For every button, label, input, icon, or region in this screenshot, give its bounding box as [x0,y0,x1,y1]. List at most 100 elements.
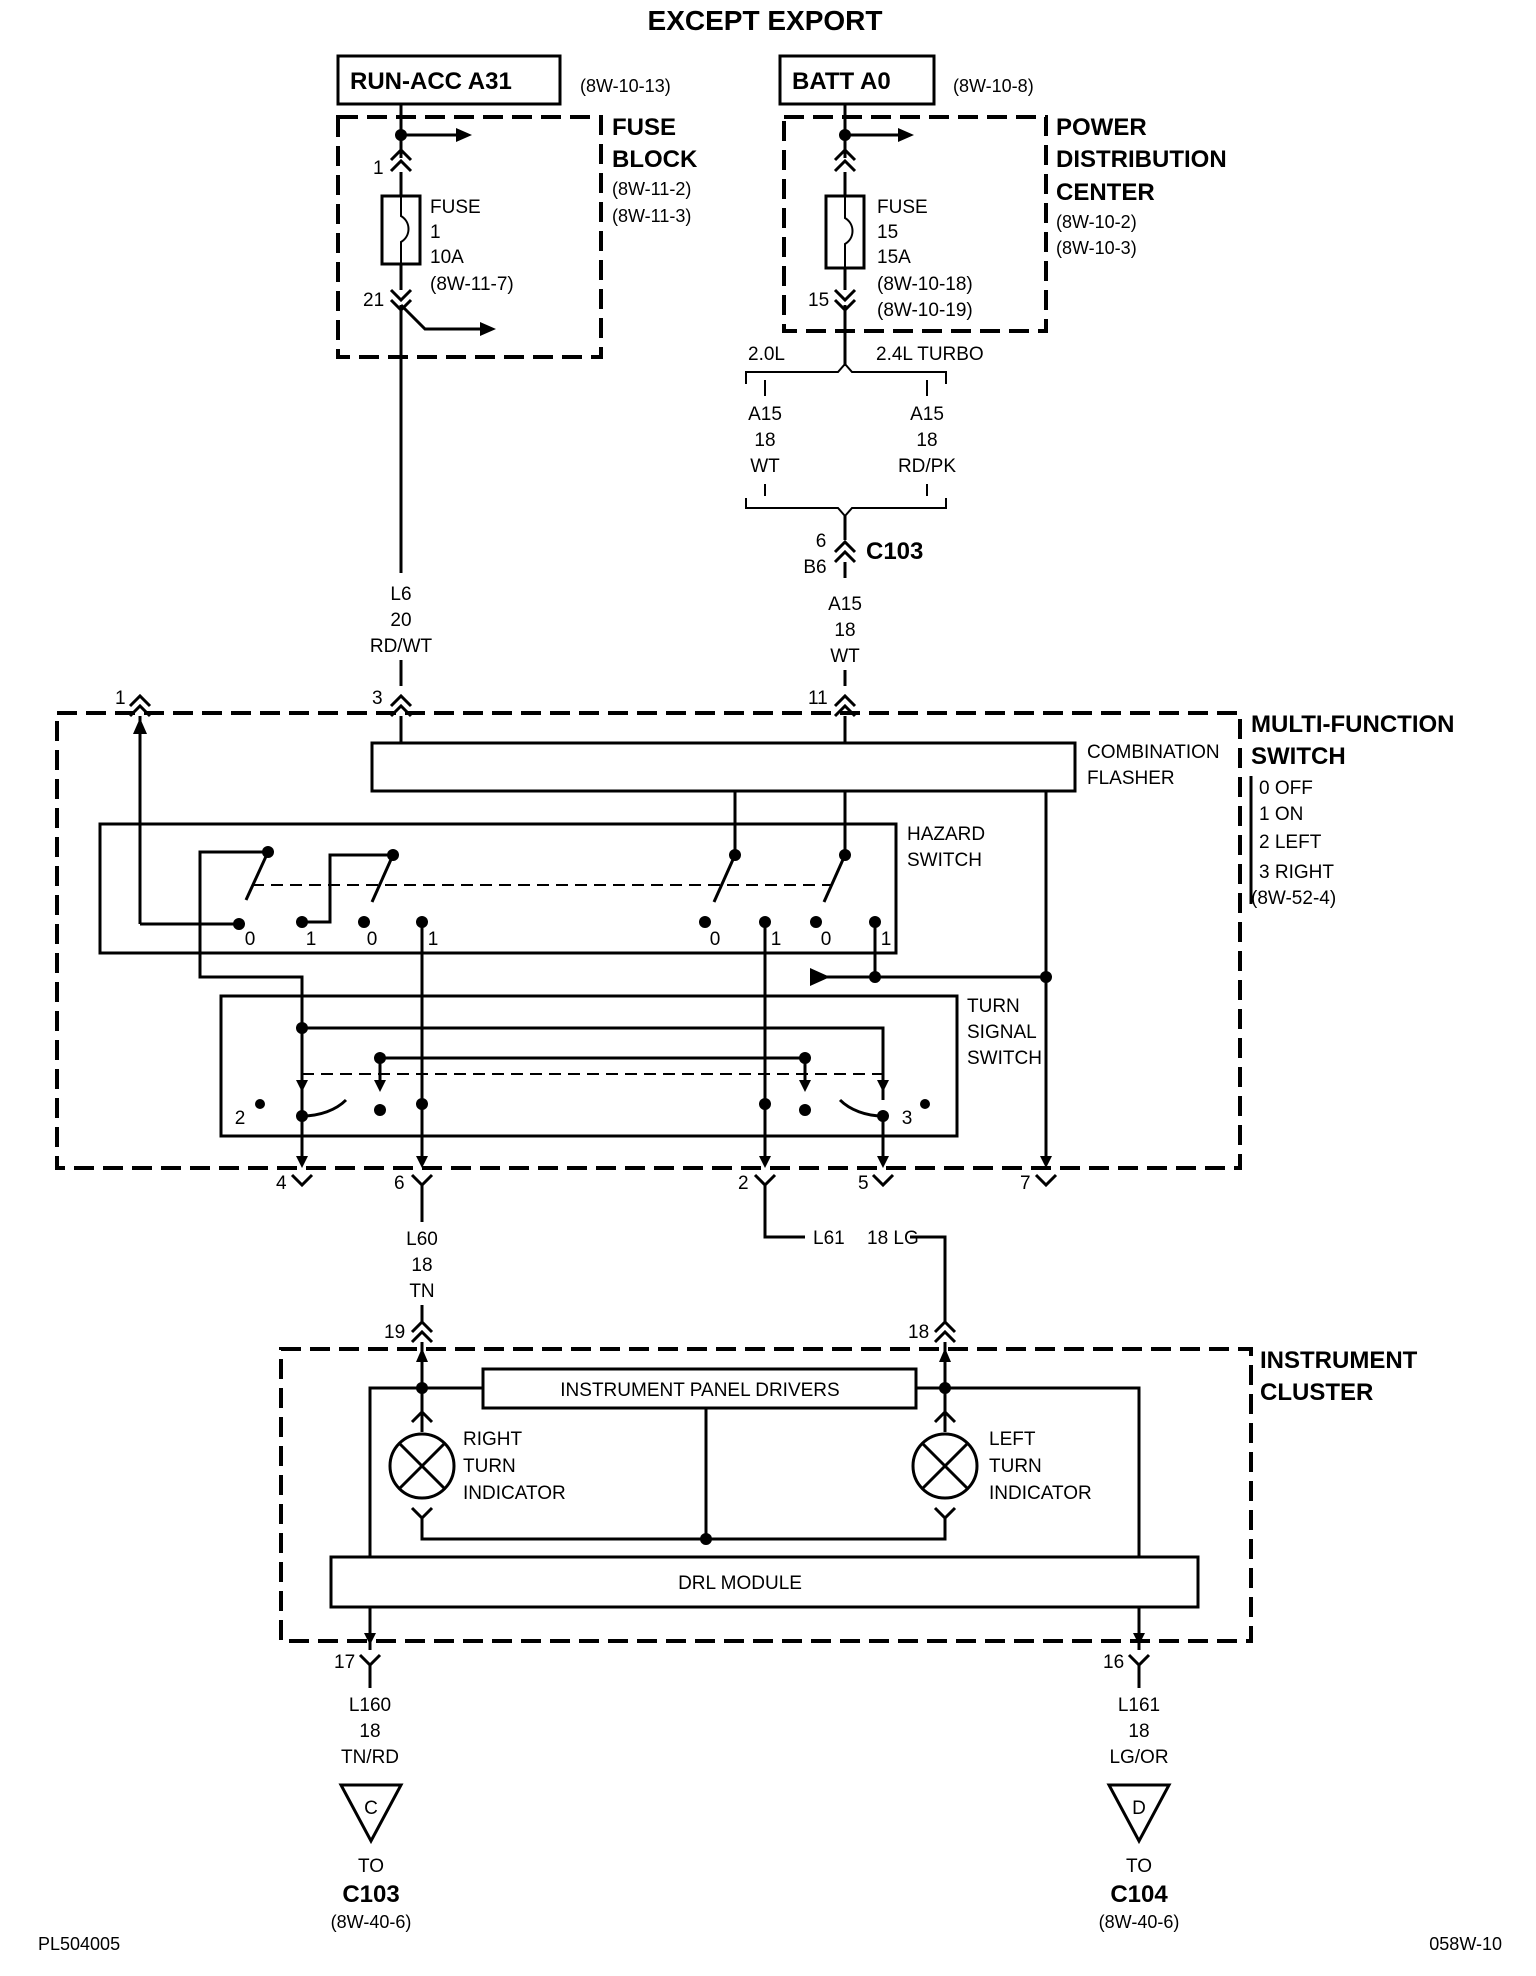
hazard-text-1: HAZARD [907,824,985,845]
left-ind-3: INDICATOR [989,1483,1092,1504]
mfs-state-1: 1 ON [1259,804,1303,825]
fuse-block-title-2: BLOCK [612,146,698,173]
hz-pos-b1: 1 [428,929,439,950]
dest-c-triangle [338,1783,404,1845]
mfs-pin-2: 2 [738,1173,749,1194]
left-ind-2: TURN [989,1456,1042,1477]
fuse15-pin-out: 15 [808,290,829,311]
mfs-pin-5: 5 [858,1173,869,1194]
fuse15-text-4: (8W-10-18) [877,274,973,295]
hz-pos-c1: 1 [771,929,782,950]
fuse-block-title-1: FUSE [612,114,676,141]
hz-pos-b0: 0 [367,929,378,950]
right-ind-3: INDICATOR [463,1483,566,1504]
opt-right-color: RD/PK [898,456,956,477]
fuse1-text-4: (8W-11-7) [430,274,514,295]
opt-right-engine: 2.4L TURBO [876,344,984,365]
turn-text-1: TURN [967,996,1020,1017]
dest-c-to: TO [358,1856,384,1877]
l6-color: RD/WT [370,636,433,657]
a15-color: WT [830,646,860,667]
fuse15-text-2: 15 [877,222,898,243]
left-ind-1: LEFT [989,1429,1036,1450]
hz-pos-d1: 1 [881,929,892,950]
right-turn-indicator-lamp [388,1432,456,1500]
l160-color: TN/RD [341,1747,399,1768]
fuse1-text-3: 10A [430,247,464,268]
l61-circuit: L61 [813,1228,845,1249]
turn-text-2: SIGNAL [967,1022,1037,1043]
hz-pos-a0: 0 [245,929,256,950]
dest-d-ref: (8W-40-6) [1099,1912,1180,1932]
mfs-pin-3: 3 [372,688,383,709]
run-acc-source-box [336,54,562,106]
mfs-title-2: SWITCH [1251,743,1346,770]
dest-d-conn: C104 [1110,1881,1168,1908]
c103-pin-a: 6 [816,531,827,552]
a15-circuit: A15 [828,594,862,615]
drivers-label: INSTRUMENT PANEL DRIVERS [560,1380,839,1401]
hz-pos-c0: 0 [710,929,721,950]
mfs-state-3: 3 RIGHT [1259,862,1334,883]
cluster-title-1: INSTRUMENT [1260,1347,1418,1374]
pdc-ref-2: (8W-10-3) [1056,238,1137,258]
pdc-ref-1: (8W-10-2) [1056,212,1137,232]
drl-module [329,1555,1200,1609]
flasher-text-2: FLASHER [1087,768,1175,789]
cluster-pin-19: 19 [384,1322,405,1343]
fuse-block-ref-2: (8W-11-3) [612,206,691,226]
hazard-switch [98,822,898,955]
cluster-pin-18: 18 [908,1322,929,1343]
mfs-pin-4: 4 [276,1173,287,1194]
l61-gauge-color: 18 LG [867,1228,919,1249]
batt-ref: (8W-10-8) [953,76,1034,96]
ts-pos-2: 2 [235,1108,246,1129]
pdc-boundary [782,115,1048,333]
dest-d-triangle [1106,1783,1172,1845]
cluster-title-2: CLUSTER [1260,1379,1373,1406]
fuse15-text-3: 15A [877,247,911,268]
mfs-state-2: 2 LEFT [1259,832,1322,853]
cluster-pin-16: 16 [1103,1652,1124,1673]
c103-pin-b: B6 [803,557,826,578]
pdc-title-3: CENTER [1056,179,1155,206]
ts-pos-3: 3 [902,1108,913,1129]
fuse-block-boundary [336,115,603,359]
footer-left: PL504005 [38,1934,120,1954]
fuse1-text-1: FUSE [430,197,481,218]
l60-circuit: L60 [406,1229,438,1250]
run-acc-label: RUN-ACC A31 [350,68,512,95]
l161-color: LG/OR [1109,1747,1168,1768]
right-ind-1: RIGHT [463,1429,523,1450]
opt-left-circuit: A15 [748,404,782,425]
dest-c-conn: C103 [342,1881,399,1908]
flasher-text-1: COMBINATION [1087,742,1220,763]
dest-c-ref: (8W-40-6) [331,1912,412,1932]
opt-right-gauge: 18 [916,430,937,451]
dest-c-letter: C [364,1798,378,1819]
l60-gauge: 18 [411,1255,432,1276]
cluster-boundary [279,1347,1253,1643]
l160-circuit: L160 [349,1695,391,1716]
turn-signal-switch [219,994,959,1138]
dest-d-letter: D [1132,1798,1146,1819]
mfs-pin-1: 1 [115,688,126,709]
fuse1-pin-out: 21 [363,290,384,311]
fuse15-text-1: FUSE [877,197,928,218]
c103-label: C103 [866,538,923,565]
turn-text-3: SWITCH [967,1048,1042,1069]
opt-left-engine: 2.0L [748,344,785,365]
mfs-ref: (8W-52-4) [1251,888,1336,909]
l6-gauge: 20 [390,610,411,631]
fuse15-text-5: (8W-10-19) [877,300,973,321]
mfs-boundary [55,711,1242,1170]
batt-label: BATT A0 [792,68,891,95]
l161-circuit: L161 [1118,1695,1160,1716]
mfs-pin-11: 11 [808,688,828,709]
fuse-block-ref-1: (8W-11-2) [612,179,691,199]
l160-gauge: 18 [359,1721,380,1742]
left-turn-indicator-lamp [911,1432,979,1500]
run-acc-ref: (8W-10-13) [580,76,671,96]
hz-pos-d0: 0 [821,929,832,950]
l6-circuit: L6 [390,584,411,605]
